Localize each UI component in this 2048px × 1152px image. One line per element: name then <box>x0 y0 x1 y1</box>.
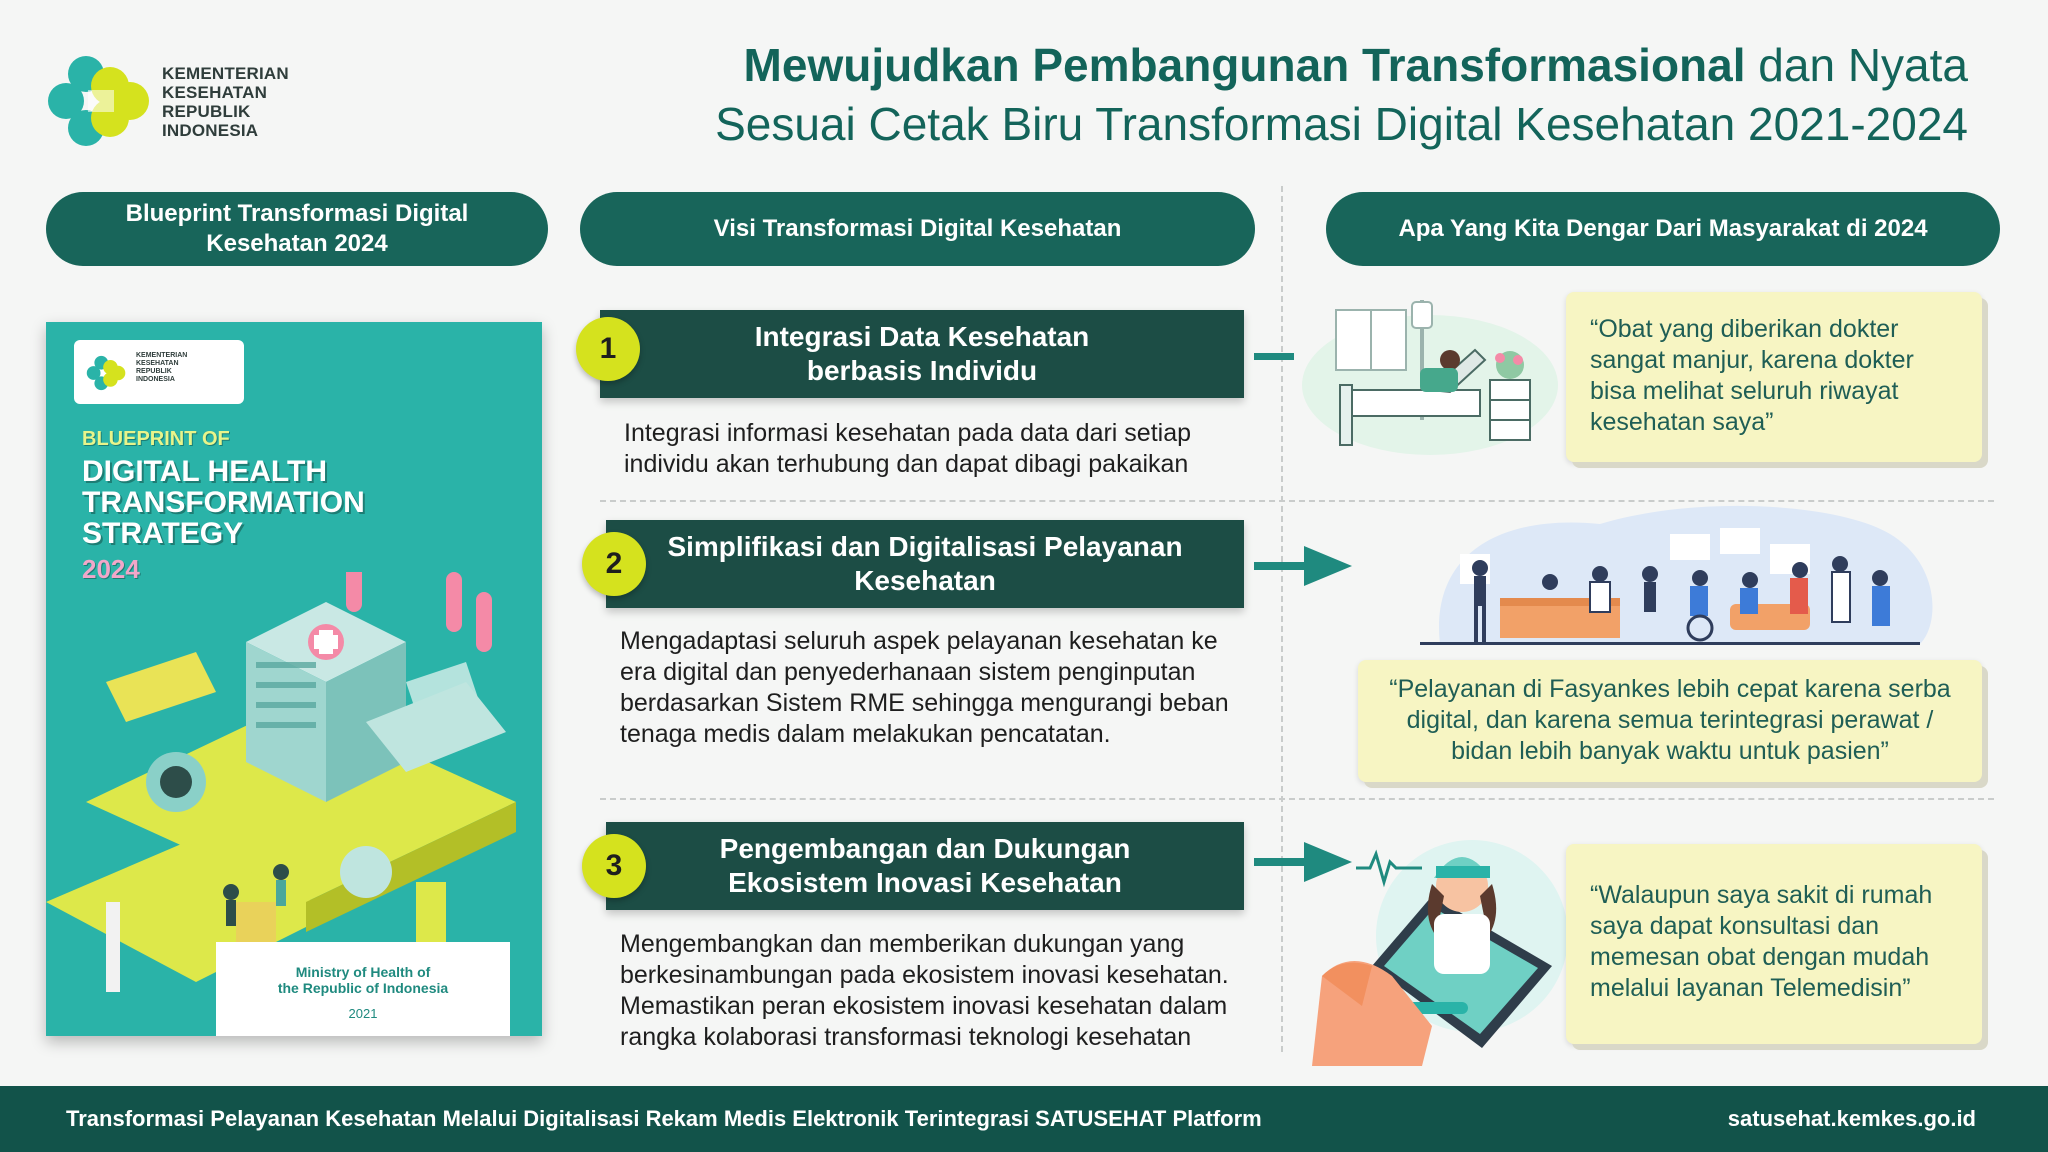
vision-title-1: Integrasi Data Kesehatan berbasis Indivi… <box>600 310 1244 398</box>
vision-title-2: Simplifikasi dan Digitalisasi Pelayanan … <box>606 520 1244 608</box>
connector-line-1 <box>1254 353 1294 360</box>
footer-tagline: Transformasi Pelayanan Kesehatan Melalui… <box>66 1106 1262 1131</box>
column-header-blueprint: Blueprint Transformasi Digital Kesehatan… <box>46 192 548 266</box>
vision-description-1: Integrasi informasi kesehatan pada data … <box>624 419 1192 478</box>
cover-year: 2024 <box>82 554 140 584</box>
cover-logo: KEMENTERIAN KESEHATAN REPUBLIK INDONESIA <box>74 340 244 404</box>
vision-description-2: Mengadaptasi seluruh aspek pelayanan kes… <box>620 627 1229 748</box>
vision-description-3: Mengembangkan dan memberikan dukungan ya… <box>620 930 1229 1051</box>
telemedicine-phone-doctor-illustration <box>1312 840 1568 1066</box>
vision-number-3: 3 <box>582 834 646 898</box>
cover-publisher: Ministry of Health of the Republic of In… <box>216 942 510 1036</box>
cover-logo-text: KEMENTERIAN KESEHATAN REPUBLIK INDONESIA <box>136 352 188 383</box>
vision-number-2: 2 <box>582 532 646 596</box>
row-divider-1 <box>600 500 1994 502</box>
kemenkes-logo: KEMENTERIAN KESEHATAN REPUBLIK INDONESIA <box>46 46 296 156</box>
column-divider <box>1281 186 1283 1052</box>
clinic-reception-illustration <box>1420 505 1933 645</box>
vision-number-1: 1 <box>576 317 640 381</box>
arrow-right-icon <box>1254 842 1352 882</box>
footer-website: satusehat.kemkes.go.id <box>1727 1106 1976 1131</box>
hospital-bed-patient-illustration <box>1302 300 1558 455</box>
public-quote-1: “Obat yang diberikan dokter sangat manju… <box>1566 292 1982 462</box>
column-header-public: Apa Yang Kita Dengar Dari Masyarakat di … <box>1326 192 2000 266</box>
cover-title: DIGITAL HEALTH TRANSFORMATION STRATEGY <box>82 455 365 550</box>
cover-pretitle: BLUEPRINT OF <box>82 428 230 450</box>
footer-bar: Transformasi Pelayanan Kesehatan Melalui… <box>0 1086 2048 1152</box>
public-quote-3: “Walaupun saya sakit di rumah saya dapat… <box>1566 844 1982 1044</box>
column-header-vision: Visi Transformasi Digital Kesehatan <box>580 192 1255 266</box>
kemenkes-logo-text: KEMENTERIAN KESEHATAN REPUBLIK INDONESIA <box>162 64 289 140</box>
arrow-right-icon <box>1254 546 1352 586</box>
title-light: dan Nyata <box>1758 39 1968 91</box>
public-quote-2: “Pelayanan di Fasyankes lebih cepat kare… <box>1358 660 1982 782</box>
vision-title-3: Pengembangan dan Dukungan Ekosistem Inov… <box>606 822 1244 910</box>
cover-logo-mark-icon <box>86 355 126 391</box>
title-bold: Mewujudkan Pembangunan Transformasional <box>743 39 1746 91</box>
title-subline: Sesuai Cetak Biru Transformasi Digital K… <box>715 98 1968 150</box>
row-divider-2 <box>600 798 1994 800</box>
page-title: Mewujudkan Pembangunan Transformasional … <box>715 36 1968 154</box>
kemenkes-logo-mark-icon <box>48 56 149 146</box>
blueprint-cover: KEMENTERIAN KESEHATAN REPUBLIK INDONESIA… <box>46 322 542 1036</box>
